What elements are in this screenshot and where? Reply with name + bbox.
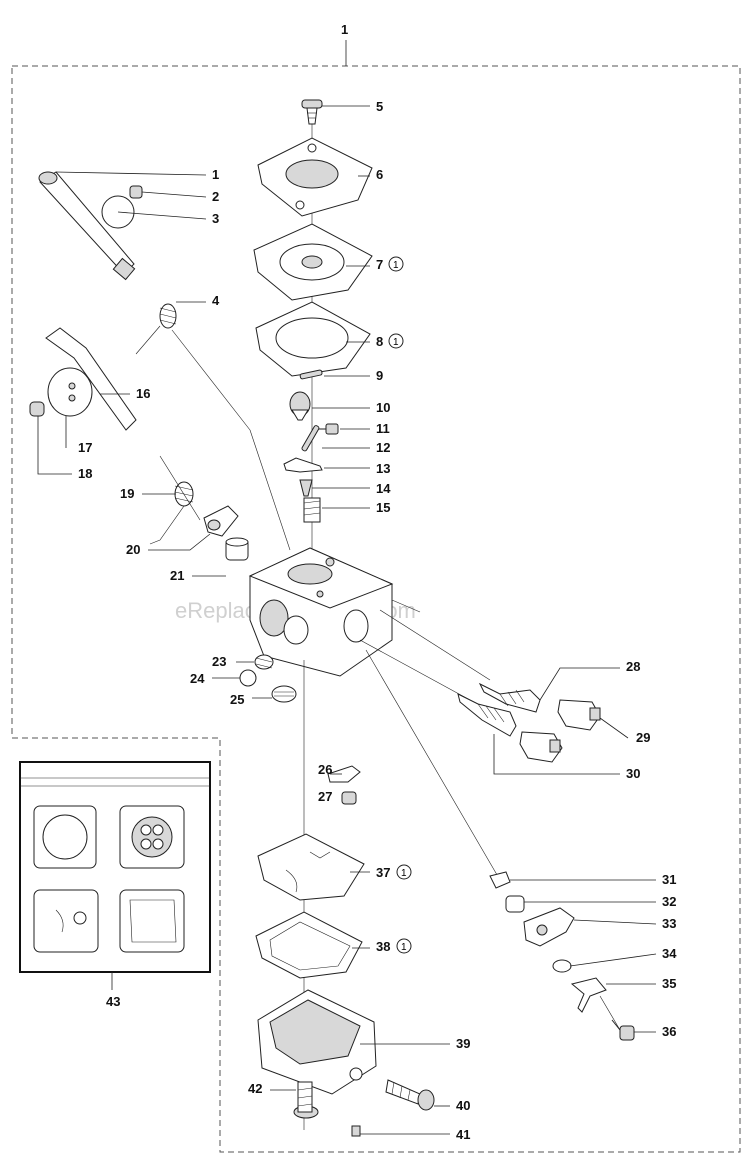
note-circle-38 [396, 938, 412, 954]
leader-line-30 [493, 734, 620, 775]
part-label-38: 38 [376, 939, 390, 954]
leader-line-2 [141, 191, 207, 198]
part-label-17: 17 [78, 440, 92, 455]
part-label-31: 31 [662, 872, 676, 887]
part-label-41: 41 [456, 1127, 470, 1142]
part-label-37: 37 [376, 865, 390, 880]
leader-line-20 [148, 533, 211, 551]
part-11-screw [318, 423, 339, 435]
part-label-15: 15 [376, 500, 390, 515]
part-12-pin [301, 425, 320, 452]
part-label-9: 9 [376, 368, 383, 383]
part-label-1: 1 [212, 167, 219, 182]
lower-small-parts [239, 654, 297, 703]
note-marker-37: 1 [401, 868, 407, 879]
gasket-kit-box: 43 [19, 761, 211, 1009]
leader-line-29 [599, 717, 629, 739]
part-5-screw [301, 99, 323, 125]
assembly-label: 1 [341, 22, 348, 37]
part-label-10: 10 [376, 400, 390, 415]
top-stack [253, 99, 373, 550]
part-label-20: 20 [126, 542, 140, 557]
part-6-pump-cover [257, 137, 373, 217]
part-label-33: 33 [662, 916, 676, 931]
part-label-16: 16 [136, 386, 150, 401]
part-13-lever [283, 457, 323, 473]
part-label-13: 13 [376, 461, 390, 476]
part-14-needle-valve [299, 479, 313, 497]
note-marker-8: 1 [393, 337, 399, 348]
part-label-5: 5 [376, 99, 383, 114]
assembly-boundary: 1 [11, 22, 741, 1153]
part-label-4: 4 [212, 293, 220, 308]
note-circle-37 [396, 864, 412, 880]
part-label-7: 7 [376, 257, 383, 272]
part-15-spring [303, 497, 321, 523]
part-label-24: 24 [190, 671, 205, 686]
part-label-30: 30 [626, 766, 640, 781]
part-label-3: 3 [212, 211, 219, 226]
part-label-35: 35 [662, 976, 676, 991]
leader-line-28 [539, 667, 620, 701]
note-marker-38: 1 [401, 942, 407, 953]
note-marker-7: 1 [393, 260, 399, 271]
part-label-40: 40 [456, 1098, 470, 1113]
leader-line-33 [573, 919, 657, 925]
note-circle-7 [388, 256, 404, 272]
part-label-32: 32 [662, 894, 676, 909]
part-label-28: 28 [626, 659, 640, 674]
leader-line-18 [37, 416, 72, 475]
part-label-23: 23 [212, 654, 226, 669]
adjustment-parts [327, 609, 635, 1041]
part-10-inlet-needle [289, 391, 311, 421]
left-shafts [29, 171, 291, 561]
part-7-diaphragm [253, 223, 373, 301]
part-label-8: 8 [376, 334, 383, 349]
part-label-14: 14 [376, 481, 391, 496]
part-label-36: 36 [662, 1024, 676, 1039]
leader-line-1 [55, 171, 207, 176]
part-label-2: 2 [212, 189, 219, 204]
part-label-11: 11 [376, 421, 390, 436]
part-label-6: 6 [376, 167, 383, 182]
part-label-21: 21 [170, 568, 184, 583]
part-label-27: 27 [318, 789, 332, 804]
lower-stack [255, 660, 435, 1137]
note-circle-8 [388, 333, 404, 349]
part-label-29: 29 [636, 730, 650, 745]
part-label-34: 34 [662, 946, 677, 961]
part-8-gasket [255, 301, 371, 377]
kit-label: 43 [106, 994, 120, 1009]
part-label-25: 25 [230, 692, 244, 707]
part-label-42: 42 [248, 1081, 262, 1096]
part-9-pin [299, 369, 323, 380]
part-label-26: 26 [318, 762, 332, 777]
part-label-39: 39 [456, 1036, 470, 1051]
leader-line-3 [117, 211, 207, 220]
part-label-18: 18 [78, 466, 92, 481]
part-label-19: 19 [120, 486, 134, 501]
carburetor-body [248, 547, 421, 677]
part-label-12: 12 [376, 440, 390, 455]
leader-line-34 [569, 953, 657, 967]
